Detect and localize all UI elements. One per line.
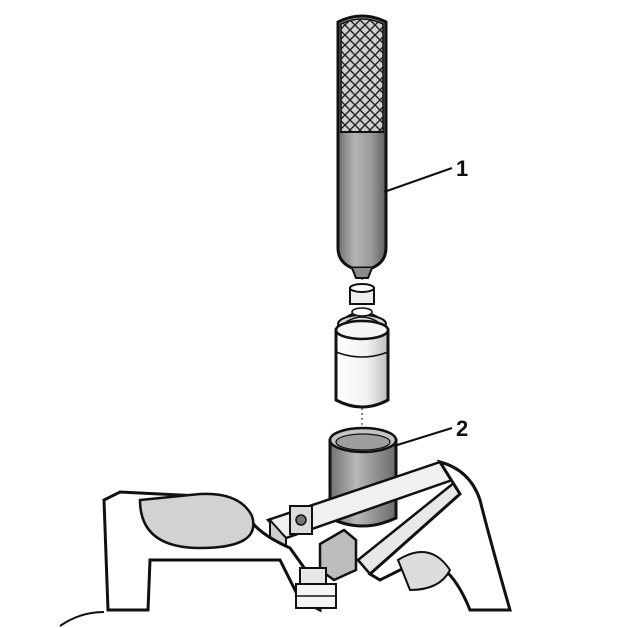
knurled-grip (340, 18, 384, 133)
guide-sleeve (334, 319, 390, 409)
leader-line-1 (383, 167, 453, 193)
callout-label-1: 1 (456, 156, 468, 181)
vise-base (59, 459, 512, 627)
callout-2: 2 (393, 416, 468, 447)
leader-line-2 (393, 427, 453, 447)
callout-label-2: 2 (456, 416, 468, 441)
callout-1: 1 (383, 156, 468, 193)
installer-handle (336, 14, 388, 279)
seal-cap (349, 283, 375, 305)
